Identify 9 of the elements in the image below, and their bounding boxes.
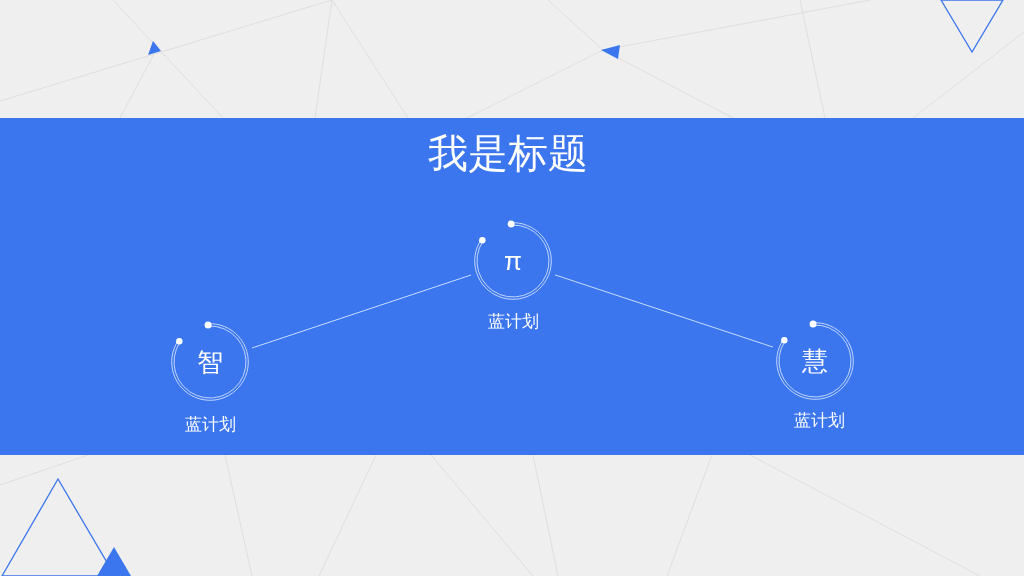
node-label: π bbox=[504, 246, 522, 276]
node-caption: 蓝计划 bbox=[487, 311, 539, 333]
connector-line bbox=[251, 274, 472, 349]
node-label: 慧 bbox=[802, 346, 828, 376]
node-label: 智 bbox=[197, 347, 223, 377]
node-caption: 蓝计划 bbox=[793, 410, 845, 432]
node-caption: 蓝计划 bbox=[184, 414, 236, 436]
connector-line bbox=[554, 274, 774, 348]
title: 我是标题 bbox=[428, 130, 588, 177]
